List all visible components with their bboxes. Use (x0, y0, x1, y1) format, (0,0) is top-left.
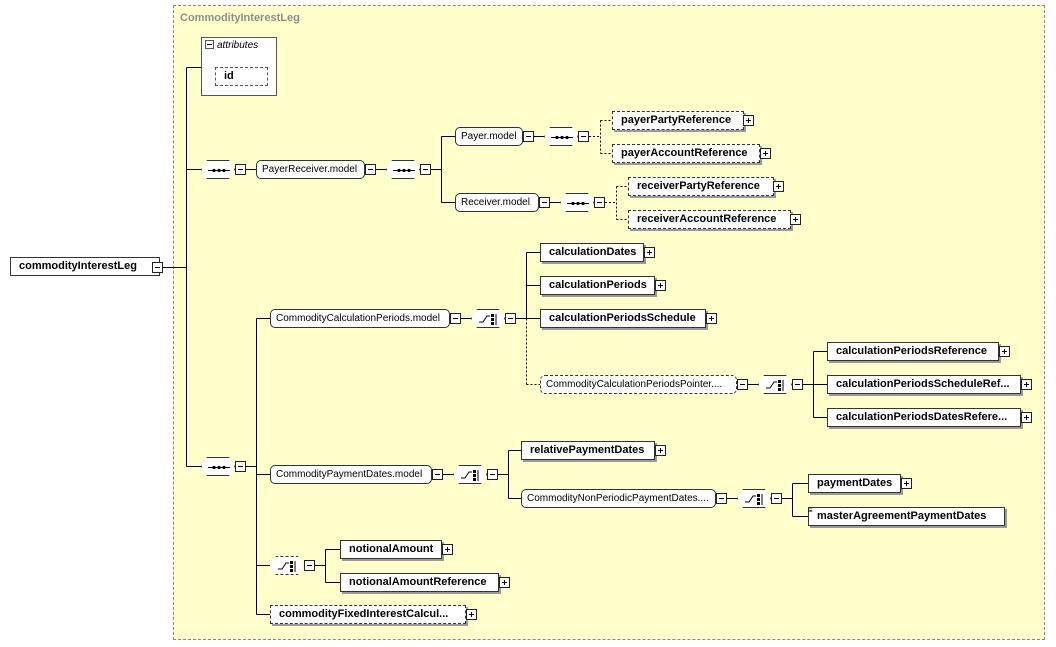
element-master-agreement-payment-dates[interactable]: ≡ masterAgreementPaymentDates (808, 507, 1005, 526)
sequence-compositor-icon[interactable] (386, 160, 420, 179)
collapse-toggle-icon[interactable] (771, 493, 782, 504)
element-calculation-periods[interactable]: calculationPeriods (540, 276, 655, 295)
element-payer-account-reference[interactable]: payerAccountReference (612, 144, 760, 163)
collapse-toggle-icon[interactable] (505, 313, 516, 324)
simple-content-icon: ≡ (808, 506, 813, 515)
element-calculation-dates[interactable]: calculationDates (540, 243, 644, 262)
expand-toggle-icon[interactable] (760, 148, 771, 159)
expand-toggle-icon[interactable] (743, 115, 754, 126)
attributes-collapse-icon[interactable] (205, 40, 214, 49)
sequence-compositor-icon[interactable] (560, 193, 594, 212)
expand-toggle-icon[interactable] (790, 214, 801, 225)
collapse-toggle-icon[interactable] (539, 197, 550, 208)
collapse-toggle-icon[interactable] (235, 461, 246, 472)
collapse-toggle-icon[interactable] (365, 164, 376, 175)
root-element-commodity-interest-leg[interactable]: commodityInterestLeg (10, 257, 160, 276)
expand-toggle-icon[interactable] (499, 577, 510, 588)
group-commodity-non-periodic-payment-dates[interactable]: CommodityNonPeriodicPaymentDates.... (521, 489, 716, 508)
collapse-toggle-icon[interactable] (594, 197, 605, 208)
collapse-toggle-icon[interactable] (304, 560, 315, 571)
element-calculation-periods-dates-refere[interactable]: calculationPeriodsDatesRefere... (827, 408, 1021, 427)
sequence-compositor-icon[interactable] (201, 160, 235, 179)
collapse-toggle-icon[interactable] (792, 379, 803, 390)
collapse-toggle-icon[interactable] (152, 262, 163, 273)
choice-compositor-icon[interactable] (270, 556, 304, 575)
expand-toggle-icon[interactable] (466, 609, 477, 620)
choice-compositor-icon[interactable] (453, 465, 487, 484)
expand-toggle-icon[interactable] (655, 445, 666, 456)
attributes-box: attributes id (201, 37, 277, 96)
collapse-toggle-icon[interactable] (450, 313, 461, 324)
element-notional-amount-reference[interactable]: notionalAmountReference (340, 573, 499, 592)
expand-toggle-icon[interactable] (442, 544, 453, 555)
element-relative-payment-dates[interactable]: relativePaymentDates (521, 441, 655, 460)
group-payer-receiver-model[interactable]: PayerReceiver.model (256, 160, 365, 179)
element-calculation-periods-schedule[interactable]: calculationPeriodsSchedule (540, 309, 706, 328)
collapse-toggle-icon[interactable] (420, 164, 431, 175)
element-payer-party-reference[interactable]: payerPartyReference (612, 111, 744, 130)
sequence-compositor-icon[interactable] (201, 457, 235, 476)
collapse-toggle-icon[interactable] (716, 493, 727, 504)
expand-toggle-icon[interactable] (655, 280, 666, 291)
element-receiver-party-reference[interactable]: receiverPartyReference (628, 177, 774, 196)
expand-toggle-icon[interactable] (706, 313, 717, 324)
collapse-toggle-icon[interactable] (235, 164, 246, 175)
collapse-toggle-icon[interactable] (432, 469, 443, 480)
element-payment-dates[interactable]: paymentDates (808, 474, 901, 493)
sequence-compositor-icon[interactable] (544, 127, 578, 146)
group-commodity-calculation-periods-model[interactable]: CommodityCalculationPeriods.model (270, 309, 450, 328)
root-element-label: commodityInterestLeg (19, 260, 137, 272)
element-calculation-periods-reference[interactable]: calculationPeriodsReference (827, 342, 999, 361)
expand-toggle-icon[interactable] (1021, 412, 1032, 423)
choice-compositor-icon[interactable] (471, 309, 505, 328)
collapse-toggle-icon[interactable] (487, 469, 498, 480)
group-commodity-calculation-periods-pointer[interactable]: CommodityCalculationPeriodsPointer.... (540, 375, 737, 394)
expand-toggle-icon[interactable] (773, 181, 784, 192)
expand-toggle-icon[interactable] (999, 346, 1010, 357)
choice-compositor-icon[interactable] (758, 375, 792, 394)
element-calculation-periods-schedule-ref[interactable]: calculationPeriodsScheduleRef... (827, 375, 1021, 394)
expand-toggle-icon[interactable] (1021, 379, 1032, 390)
container-title: CommodityInterestLeg (180, 12, 300, 24)
group-receiver-model[interactable]: Receiver.model (455, 193, 539, 212)
group-payer-model[interactable]: Payer.model (455, 127, 523, 146)
collapse-toggle-icon[interactable] (523, 131, 534, 142)
collapse-toggle-icon[interactable] (578, 131, 589, 142)
element-commodity-fixed-interest-calculation[interactable]: commodityFixedInterestCalcul... (270, 605, 466, 624)
attribute-id[interactable]: id (215, 67, 268, 86)
expand-toggle-icon[interactable] (901, 478, 912, 489)
element-receiver-account-reference[interactable]: receiverAccountReference (628, 210, 791, 229)
expand-toggle-icon[interactable] (644, 247, 655, 258)
attributes-header: attributes (205, 40, 258, 51)
choice-compositor-icon[interactable] (737, 489, 771, 508)
group-commodity-payment-dates-model[interactable]: CommodityPaymentDates.model (270, 465, 432, 484)
collapse-toggle-icon[interactable] (737, 379, 748, 390)
element-notional-amount[interactable]: notionalAmount (340, 540, 442, 559)
